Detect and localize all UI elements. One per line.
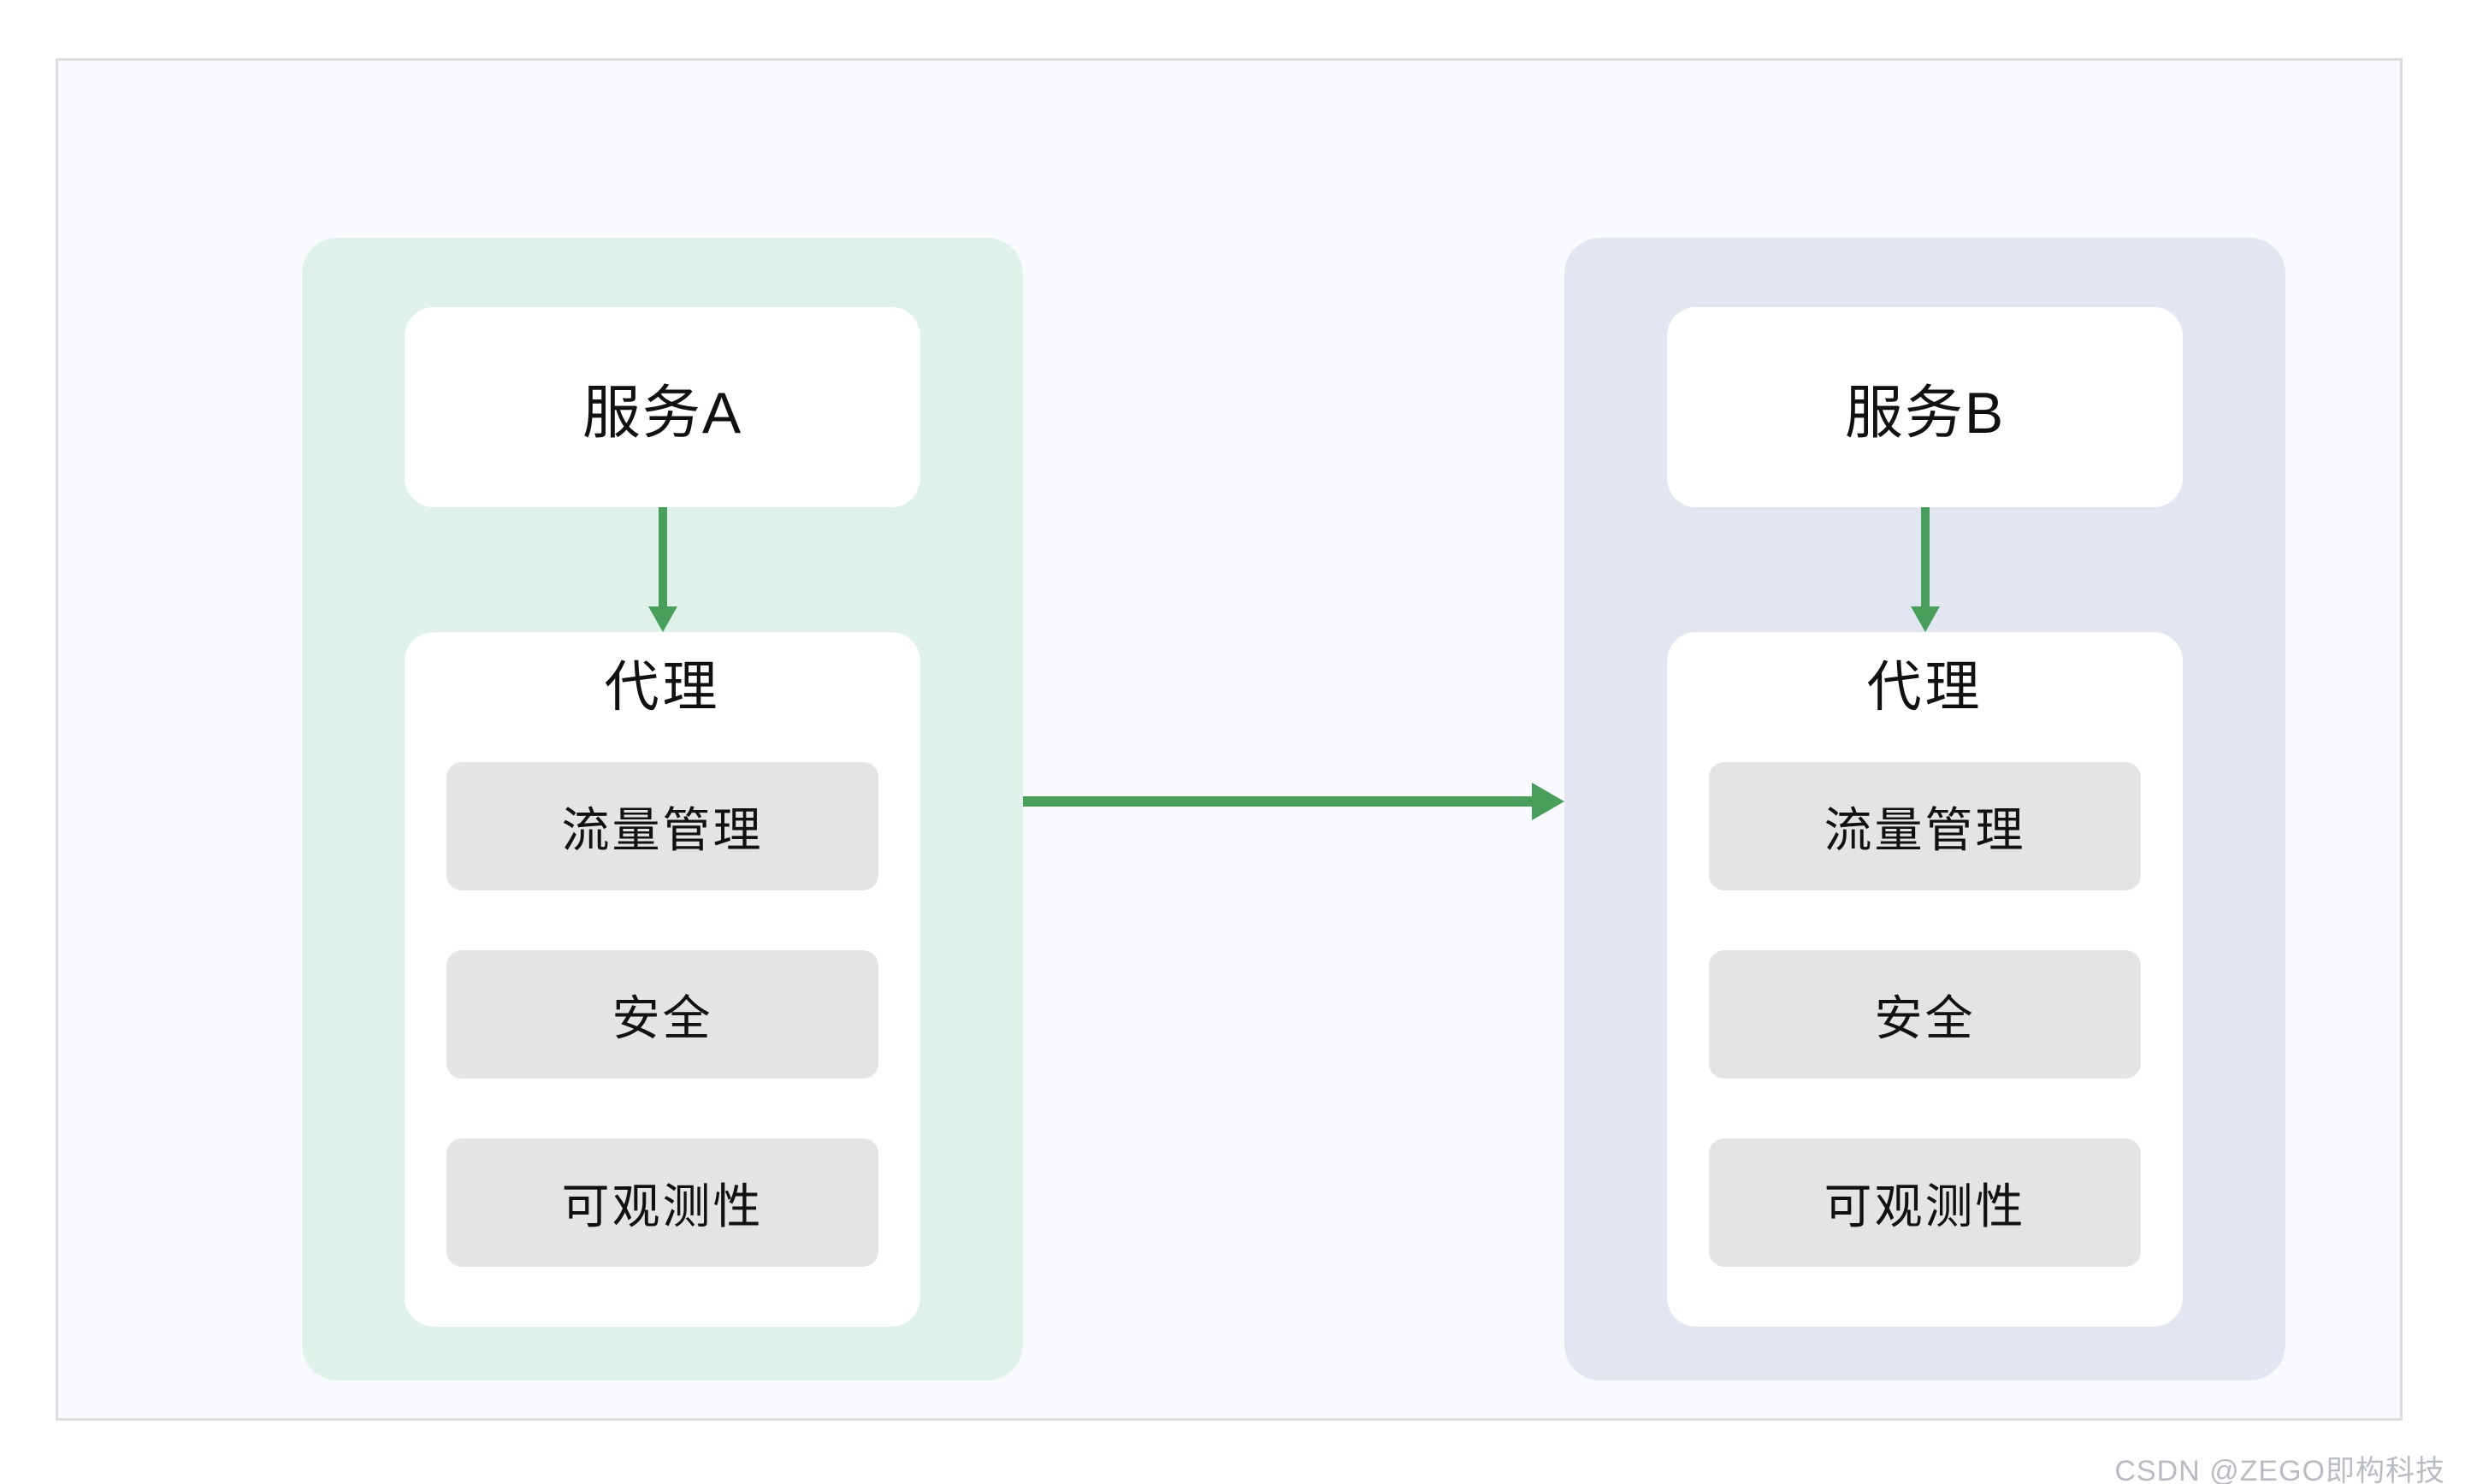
diagram-frame: 服务A 代理 流量管理 安全 可观测性 服务B [56,58,2403,1421]
arrow-down-icon [1910,507,1940,632]
arrow-head [1532,783,1564,820]
service-a-label: 服务A [582,380,743,446]
service-b-box: 服务B [1667,307,2183,507]
proxy-b-title: 代理 [1866,656,1983,718]
service-b-panel: 服务B 代理 流量管理 安全 可观测性 [1564,238,2285,1381]
proxy-b-box: 代理 流量管理 安全 可观测性 [1667,632,2183,1327]
proxy-a-title: 代理 [604,656,721,718]
arrow-head [647,606,677,632]
proxy-item-traffic-management: 流量管理 [1709,762,2141,890]
arrow-right-icon [1023,783,1564,820]
proxy-item-observability: 可观测性 [1709,1138,2141,1267]
service-b-label: 服务B [1844,380,2006,446]
proxy-item-traffic-management: 流量管理 [446,762,878,890]
arrow-shaft [1920,507,1930,606]
watermark: CSDN @ZEGO即构科技 [2114,1455,2445,1484]
service-a-box: 服务A [405,307,920,507]
proxy-a-items: 流量管理 安全 可观测性 [405,762,920,1267]
proxy-item-security: 安全 [446,950,878,1079]
service-a-panel: 服务A 代理 流量管理 安全 可观测性 [302,238,1023,1381]
arrow-shaft [658,507,667,606]
proxy-item-observability: 可观测性 [446,1138,878,1267]
proxy-item-security: 安全 [1709,950,2141,1079]
arrow-down-icon [647,507,677,632]
proxy-b-items: 流量管理 安全 可观测性 [1667,762,2183,1267]
proxy-a-box: 代理 流量管理 安全 可观测性 [405,632,920,1327]
arrow-shaft [1023,796,1532,807]
arrow-head [1910,606,1940,632]
